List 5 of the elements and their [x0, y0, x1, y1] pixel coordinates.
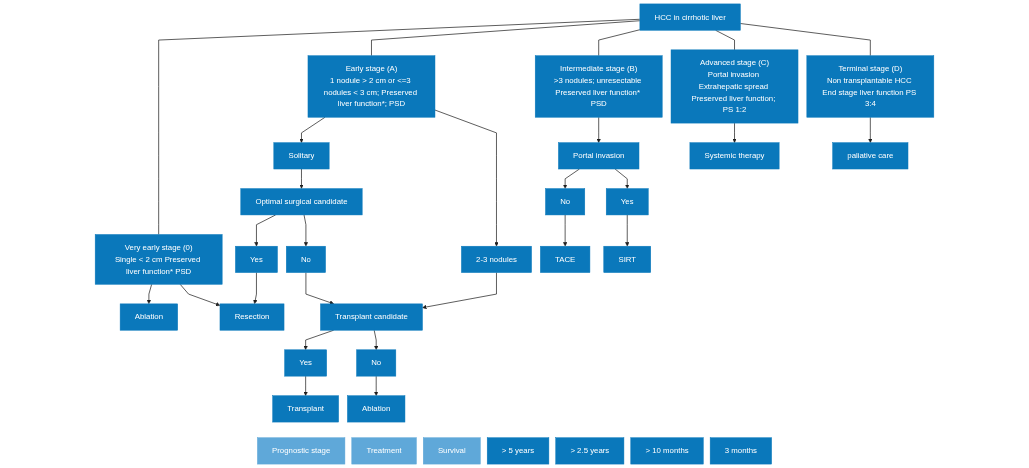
connector — [371, 20, 641, 57]
connector — [158, 18, 641, 235]
connector — [740, 23, 871, 57]
connector — [715, 29, 735, 51]
connector — [598, 29, 641, 57]
